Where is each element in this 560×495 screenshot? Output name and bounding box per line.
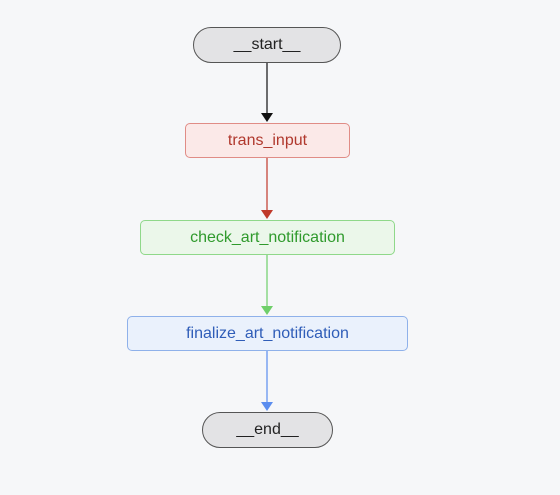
arrowhead-start-to-trans xyxy=(261,113,273,122)
node-trans-input[interactable]: trans_input xyxy=(185,123,350,158)
node-start[interactable]: __start__ xyxy=(193,27,341,63)
arrowhead-check-to-final xyxy=(261,306,273,315)
node-check-art-notification[interactable]: check_art_notification xyxy=(140,220,395,255)
node-end[interactable]: __end__ xyxy=(202,412,333,448)
node-check-art-notification-label: check_art_notification xyxy=(190,228,345,246)
node-end-label: __end__ xyxy=(236,421,299,438)
node-finalize-art-notification[interactable]: finalize_art_notification xyxy=(127,316,408,351)
arrowhead-trans-to-check xyxy=(261,210,273,219)
node-trans-input-label: trans_input xyxy=(227,131,308,149)
node-finalize-art-notification-label: finalize_art_notification xyxy=(186,324,349,342)
node-start-label: __start__ xyxy=(233,36,301,53)
arrowhead-final-to-end xyxy=(261,402,273,411)
